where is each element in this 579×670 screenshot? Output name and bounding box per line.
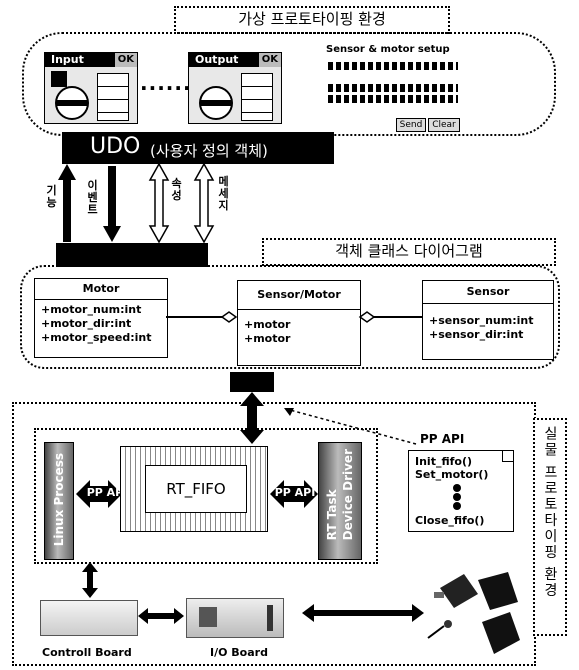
inner-system-region [34, 428, 378, 564]
note-pointer-line [284, 408, 417, 445]
aggregation-diamond-left [220, 311, 238, 323]
linux-process-label: Linux Process [52, 453, 66, 547]
class-connectors [166, 311, 422, 323]
board-vertical-arrow [82, 562, 98, 598]
rt-fifo-block: RT_FIFO [120, 446, 268, 532]
control-board [40, 600, 138, 636]
class-diagram-title: 객체 클래스 다이어그램 [262, 238, 556, 266]
sensor-motor-attr: +motor [244, 332, 291, 345]
attribute-double-arrow [148, 162, 170, 244]
motor-attr: +motor_dir:int [41, 317, 132, 330]
virtual-prototyping-title: 가상 프로토타이핑 환경 [174, 6, 450, 34]
aggregation-diamond-right [358, 311, 376, 323]
sensor-motor-attr: +motor [244, 318, 291, 331]
sensor-setup-panel [328, 58, 458, 128]
message-double-arrow [193, 162, 215, 244]
fifo-double-arrow [240, 392, 264, 444]
clear-button[interactable]: Clear [428, 118, 460, 132]
physical-env-title-box: 실물 프로토타이핑 환경 [533, 418, 567, 636]
sensor-class: Sensor +sensor_num:int +sensor_dir:int [422, 280, 554, 360]
sensor-motor-class-name: Sensor/Motor [238, 281, 360, 310]
pp-api-left-arrow [76, 480, 122, 508]
message-label: 메세지 [218, 175, 229, 212]
note-line: Set_motor() [415, 468, 489, 481]
pp-api-right-arrow [270, 480, 318, 508]
output-window-label: Output [195, 53, 239, 66]
device-driver-block: RT Task Device Driver [318, 442, 362, 560]
input-window-title: Input OK [45, 53, 137, 67]
motor-link-arrow [302, 604, 424, 622]
input-slots [97, 73, 129, 121]
device-driver-label: Device Driver [341, 449, 355, 541]
input-window-label: Input [51, 53, 84, 66]
motor-class-name: Motor [35, 279, 167, 300]
motor-attr: +motor_num:int [41, 303, 142, 316]
sensor-motor-class: Sensor/Motor +motor +motor [237, 280, 361, 366]
note-line: Init_fifo() [415, 455, 473, 468]
linux-process-block: Linux Process [44, 442, 74, 560]
udo-sub-label: (사용자 정의 객체) [150, 142, 268, 160]
sensor-attr: +sensor_dir:int [429, 328, 524, 341]
motor-class: Motor +motor_num:int +motor_dir:int +mot… [34, 278, 168, 358]
input-square-icon [51, 71, 67, 87]
input-dial-icon [55, 86, 89, 120]
rt-fifo-label: RT_FIFO [166, 480, 226, 498]
udo-label: UDO [90, 134, 141, 159]
pp-api-right-label: PP API [274, 486, 316, 499]
sensor-setup-title: Sensor & motor setup [326, 44, 450, 55]
sensor-attr: +sensor_num:int [429, 314, 534, 327]
pp-api-left-label: PP API [86, 486, 128, 499]
io-board-label: I/O Board [210, 646, 268, 659]
output-window: Output OK [188, 52, 282, 124]
class-diagram-region [20, 265, 560, 369]
physical-env-title: 실물 프로토타이핑 환경 [542, 426, 558, 599]
connector-bar-top [56, 243, 208, 267]
output-window-title: Output OK [189, 53, 281, 67]
attribute-label: 속성 [171, 177, 182, 202]
sensor-class-name: Sensor [423, 281, 553, 304]
input-window: Input OK [44, 52, 138, 124]
output-ok-button[interactable]: OK [258, 53, 281, 67]
note-dots [453, 483, 461, 511]
connector-bar-bottom [230, 372, 274, 392]
io-board [186, 598, 284, 638]
control-board-label: Controll Board [42, 646, 132, 659]
motor-attr: +motor_speed:int [41, 331, 152, 344]
output-slots [241, 73, 273, 121]
board-horizontal-arrow [138, 608, 184, 624]
event-down-arrow [103, 166, 121, 242]
note-line: Close_fifo() [415, 514, 485, 527]
event-label: 이벤트 [87, 179, 98, 216]
send-button[interactable]: Send [396, 118, 426, 132]
ellipsis: ······ [140, 76, 192, 100]
pp-api-note: Init_fifo() Set_motor() Close_fifo() [408, 450, 514, 532]
arrows-layer [58, 162, 215, 244]
udo-bar: UDO (사용자 정의 객체) [62, 132, 334, 164]
input-ok-button[interactable]: OK [114, 53, 137, 67]
function-label: 기능 [46, 184, 57, 209]
rt-task-label: RT Task [325, 489, 339, 541]
output-dial-icon [199, 86, 233, 120]
motors-image [427, 572, 520, 654]
pp-api-note-title: PP API [420, 432, 465, 446]
function-up-arrow [58, 164, 76, 242]
